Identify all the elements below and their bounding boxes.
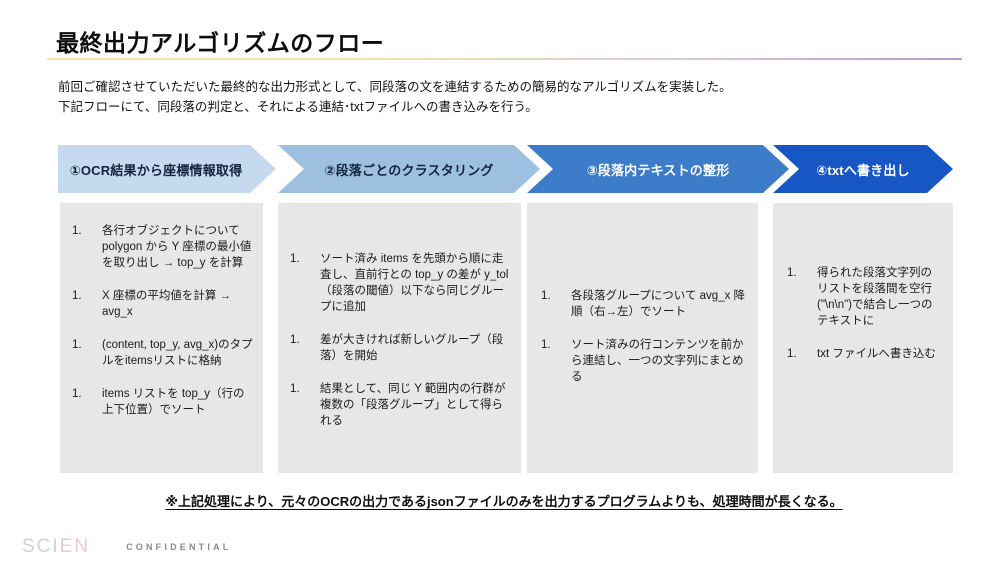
list-item: 1. txt ファイルへ書き込む (787, 346, 943, 362)
list-item: 1. ソート済み items を先頭から順に走査し、直前行との top_y の差… (290, 251, 513, 315)
flow-step-3-chevron[interactable]: ③段落内テキストの整形 (527, 145, 789, 193)
list-item: 1. ソート済みの行コンテンツを前から連結し、一つの文字列にまとめる (541, 337, 748, 385)
list-item-number: 1. (787, 267, 797, 279)
list-item: 1. (content, top_y, avg_x)のタプルをitemsリストに… (72, 337, 255, 369)
list-item-number: 1. (72, 225, 82, 237)
list-item-text: ソート済みの行コンテンツを前から連結し、一つの文字列にまとめる (571, 339, 744, 383)
flow-step-4-label: ④txtへ書き出し (816, 162, 910, 178)
flow-step-2-chevron[interactable]: ②段落ごとのクラスタリング (278, 145, 540, 193)
list-item-text: 差が大きければ新しいグループ（段落）を開始 (320, 334, 504, 362)
list-item: 1. 結果として、同じ Y 範囲内の行群が複数の「段落グループ」として得られる (290, 381, 513, 429)
list-item-number: 1. (787, 348, 797, 360)
list-item-number: 1. (72, 290, 82, 302)
flow-step-3-list: 1. 各段落グループについて avg_x 降順（右→左）でソート 1. ソート済… (527, 288, 758, 402)
list-item-text: items リストを top_y（行の上下位置）でソート (102, 388, 245, 416)
flow-step-2-content-box: 1. ソート済み items を先頭から順に走査し、直前行との top_y の差… (278, 203, 521, 473)
flow-chevron-band: ①OCR結果から座標情報取得 ②段落ごとのクラスタリング ③段落内テキストの整形… (0, 145, 1008, 193)
flow-step-2-label: ②段落ごとのクラスタリング (324, 162, 494, 178)
page-title: 最終出力アルゴリズムのフロー (56, 30, 385, 56)
list-item: 1. 得られた段落文字列のリストを段落間を空行("\n\n")で結合し一つのテキ… (787, 265, 943, 329)
flow-step-2-list: 1. ソート済み items を先頭から順に走査し、直前行との top_y の差… (278, 251, 521, 446)
flow-step-4-content-box: 1. 得られた段落文字列のリストを段落間を空行("\n\n")で結合し一つのテキ… (773, 203, 953, 473)
list-item-number: 1. (72, 388, 82, 400)
flow-step-4-list: 1. 得られた段落文字列のリストを段落間を空行("\n\n")で結合し一つのテキ… (773, 265, 953, 379)
lead-line-1: 前回ご確認させていただいた最終的な出力形式として、同段落の文を連結するための簡易… (58, 80, 732, 94)
list-item-text: txt ファイルへ書き込む (817, 348, 936, 360)
flow-step-1-content-box: 1. 各行オブジェクトについて polygon から Y 座標の最小値を取り出し… (60, 203, 263, 473)
list-item-text: 得られた段落文字列のリストを段落間を空行("\n\n")で結合し一つのテキストに (817, 267, 933, 327)
list-item-number: 1. (290, 383, 300, 395)
list-item-text: 各行オブジェクトについて polygon から Y 座標の最小値を取り出し → … (102, 225, 252, 269)
list-item: 1. 各行オブジェクトについて polygon から Y 座標の最小値を取り出し… (72, 223, 255, 271)
bottom-note: ※上記処理により、元々のOCRの出力であるjsonファイルのみを出力するプログラ… (165, 494, 843, 509)
list-item: 1. 各段落グループについて avg_x 降順（右→左）でソート (541, 288, 748, 320)
slide-footer: SCIEN CONFIDENTIAL (22, 536, 231, 558)
list-item-number: 1. (541, 339, 551, 351)
list-item-number: 1. (290, 334, 300, 346)
lead-line-2: 下記フローにて、同段落の判定と、それによる連結･txtファイルへの書き込みを行う… (58, 100, 538, 114)
flow-step-3-label: ③段落内テキストの整形 (586, 162, 730, 178)
list-item: 1. items リストを top_y（行の上下位置）でソート (72, 386, 255, 418)
list-item-number: 1. (72, 339, 82, 351)
flow-step-4-chevron[interactable]: ④txtへ書き出し (773, 145, 953, 193)
list-item-text: (content, top_y, avg_x)のタプルをitemsリストに格納 (102, 339, 253, 367)
list-item-number: 1. (541, 290, 551, 302)
flow-step-1-chevron[interactable]: ①OCR結果から座標情報取得 (58, 145, 276, 193)
list-item-text: ソート済み items を先頭から順に走査し、直前行との top_y の差が y… (320, 253, 509, 313)
lead-paragraph: 前回ご確認させていただいた最終的な出力形式として、同段落の文を連結するための簡易… (58, 77, 948, 117)
list-item-number: 1. (290, 253, 300, 265)
scien-logo: SCIEN (22, 536, 91, 557)
list-item: 1. 差が大きければ新しいグループ（段落）を開始 (290, 332, 513, 364)
flow-step-1-label: ①OCR結果から座標情報取得 (69, 162, 243, 178)
flow-step-3-content-box: 1. 各段落グループについて avg_x 降順（右→左）でソート 1. ソート済… (527, 203, 758, 473)
list-item: 1. X 座標の平均値を計算 → avg_x (72, 288, 255, 320)
list-item-text: 結果として、同じ Y 範囲内の行群が複数の「段落グループ」として得られる (320, 383, 506, 427)
list-item-text: X 座標の平均値を計算 → avg_x (102, 290, 232, 318)
title-divider (47, 58, 962, 60)
flow-step-1-list: 1. 各行オブジェクトについて polygon から Y 座標の最小値を取り出し… (60, 223, 263, 435)
list-item-text: 各段落グループについて avg_x 降順（右→左）でソート (571, 290, 746, 318)
confidential-label: CONFIDENTIAL (126, 542, 232, 552)
